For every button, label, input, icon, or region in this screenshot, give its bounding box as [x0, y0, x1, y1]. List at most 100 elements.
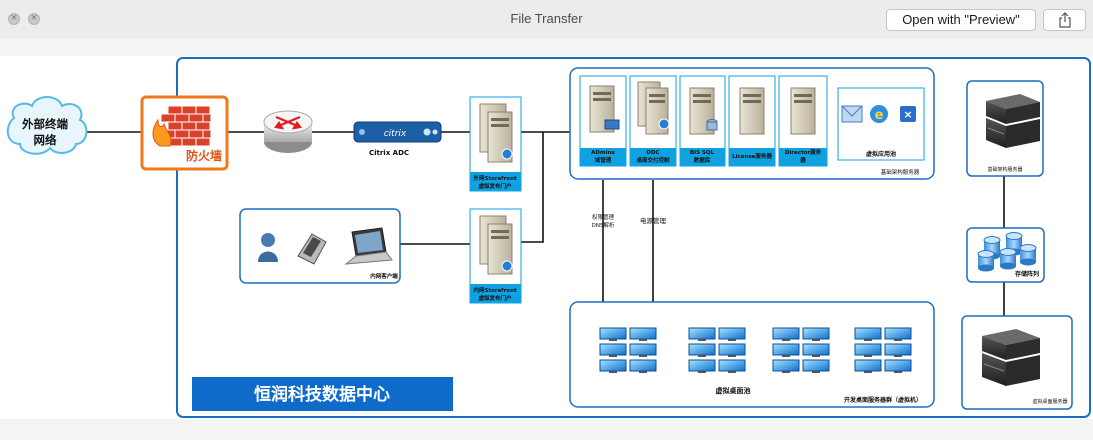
vdi-monitor-icon: [718, 359, 746, 372]
title-bar: × × File Transfer Open with "Preview": [0, 0, 1093, 39]
vdi-monitor-stand: [864, 339, 872, 341]
vdi-monitor-stand: [609, 371, 617, 373]
vdi-monitor-icon: [772, 343, 800, 356]
minimize-button[interactable]: ×: [28, 13, 40, 25]
vdi-monitor-icon: [854, 359, 882, 372]
svg-text:×: ×: [903, 108, 912, 121]
infra-server-ddc-label-2: 桌面交付控制: [636, 156, 670, 164]
internal-clients: 内网客户端: [239, 208, 401, 284]
datacenter-title-banner: 恒润科技数据中心: [192, 377, 453, 411]
virtual-apps-pool: e × 虚拟应用池: [837, 87, 925, 161]
external-network-label-2: 网络: [34, 133, 57, 147]
vdi-monitor-icon: [629, 327, 657, 340]
vdi-hardware-label: 虚拟桌面服务器: [1032, 398, 1067, 405]
vdi-monitor-stand: [639, 371, 647, 373]
infra-server-license: License服务器: [728, 75, 776, 167]
vdi-monitor-icon: [802, 359, 830, 372]
vdi-monitor-icon: [718, 327, 746, 340]
vdi-monitor-stand: [782, 355, 790, 357]
server-icon: [479, 215, 513, 275]
infra-hardware: 基础架构服务器: [966, 80, 1044, 177]
laptop-icon: [344, 227, 393, 265]
vdi-monitor-icon: [599, 359, 627, 372]
vdi-monitor-icon: [688, 327, 716, 340]
diagram-canvas: 外部终端 网络 防火墙 citrix Citrix ADC: [0, 56, 1093, 419]
infrastructure-group: ADmins 域管理 DDC 桌面交付控制 BIS SQL 数据库: [569, 67, 935, 180]
infra-server-admins-label-1: ADmins: [591, 150, 615, 156]
infra-server-director: Director服务 器: [778, 75, 828, 167]
infra-server-sql-label-1: BIS SQL: [690, 150, 715, 156]
connection-lines: [84, 131, 1005, 316]
vdi-hardware: 虚拟桌面服务器: [961, 315, 1073, 410]
infra-server-director-label-1: Director服务: [785, 148, 822, 156]
infra-group-label: 基础架构服务器: [881, 168, 920, 176]
fire-icon: [152, 118, 172, 147]
vdi-monitor-stand: [728, 339, 736, 341]
rack-server-icon: [986, 94, 1040, 148]
share-icon: [1058, 12, 1071, 28]
vdi-monitor-stand: [864, 355, 872, 357]
vdi-monitor-icon: [772, 327, 800, 340]
infra-server-director-label-2: 器: [799, 156, 806, 164]
close-icon: ×: [10, 13, 18, 23]
open-with-preview-button[interactable]: Open with "Preview": [886, 9, 1036, 31]
brick-wall-icon: [160, 105, 212, 147]
auth-label-1: 权限管理: [592, 213, 615, 221]
vdi-monitor-stand: [812, 371, 820, 373]
external-storefront-label-2: 虚拟发布门户: [478, 182, 511, 190]
vdi-monitor-icon: [718, 343, 746, 356]
vdi-monitor-stand: [698, 371, 706, 373]
vdi-monitor-stand: [812, 355, 820, 357]
vdi-monitor-stand: [698, 355, 706, 357]
vdi-monitor-icon: [854, 327, 882, 340]
internal-storefront-label-2: 虚拟发布门户: [478, 294, 511, 302]
vdi-monitor-stand: [782, 371, 790, 373]
infra-server-ddc: DDC 桌面交付控制: [629, 75, 677, 167]
vdi-group: 虚拟桌面池 开发桌面服务器群（虚拟机）: [569, 301, 935, 408]
close-button[interactable]: ×: [8, 13, 20, 25]
vdi-monitor-icon: [854, 343, 882, 356]
share-button[interactable]: [1043, 9, 1086, 31]
vdi-monitor-stand: [639, 355, 647, 357]
vdi-monitor-grid: [599, 327, 912, 373]
vdi-monitor-icon: [629, 359, 657, 372]
network-diagram: 外部终端 网络 防火墙 citrix Citrix ADC: [6, 57, 1091, 418]
mail-app-icon: [841, 105, 863, 123]
internal-clients-label: 内网客户端: [370, 272, 398, 280]
vdi-monitor-stand: [728, 371, 736, 373]
infra-hardware-label: 基础架构服务器: [987, 166, 1022, 173]
infra-server-sql: BIS SQL 数据库: [679, 75, 726, 167]
datacenter-frame: [176, 57, 1091, 418]
vdi-monitor-icon: [802, 327, 830, 340]
storage-label: 存储阵列: [1015, 270, 1039, 278]
server-icon: [479, 103, 513, 163]
toolbar-spacer: [0, 38, 1093, 56]
infra-server-admins-label-2: 域管理: [595, 156, 612, 164]
vdi-monitor-icon: [884, 327, 912, 340]
vdi-monitor-stand: [698, 339, 706, 341]
vdi-monitor-icon: [772, 359, 800, 372]
database-cylinders-icon: [977, 232, 1037, 272]
virtual-apps-label: 虚拟应用池: [866, 150, 896, 158]
datacenter-title: 恒润科技数据中心: [254, 384, 390, 405]
vdi-monitor-icon: [599, 343, 627, 356]
external-network-cloud: 外部终端 网络: [6, 96, 88, 155]
citrix-brand-label: citrix: [384, 129, 407, 139]
router: [263, 110, 313, 153]
ie-browser-icon: e: [870, 105, 888, 123]
minimize-icon: ×: [30, 13, 38, 23]
citrix-adc: citrix Citrix ADC: [353, 121, 442, 157]
citrix-adc-label: Citrix ADC: [369, 149, 409, 157]
vdi-monitor-icon: [802, 343, 830, 356]
internal-storefront-label-1: 内网Storefront: [473, 286, 517, 294]
vdi-monitor-icon: [688, 359, 716, 372]
vdi-group-label: 开发桌面服务器群（虚拟机）: [844, 396, 922, 404]
vdi-monitor-icon: [599, 327, 627, 340]
vdi-monitor-stand: [812, 339, 820, 341]
vdi-monitor-stand: [609, 339, 617, 341]
vdi-monitor-stand: [639, 339, 647, 341]
vdi-monitor-stand: [894, 339, 902, 341]
svg-text:e: e: [875, 108, 884, 123]
vdi-monitor-stand: [864, 371, 872, 373]
vdi-pool-label: 虚拟桌面池: [716, 386, 751, 395]
